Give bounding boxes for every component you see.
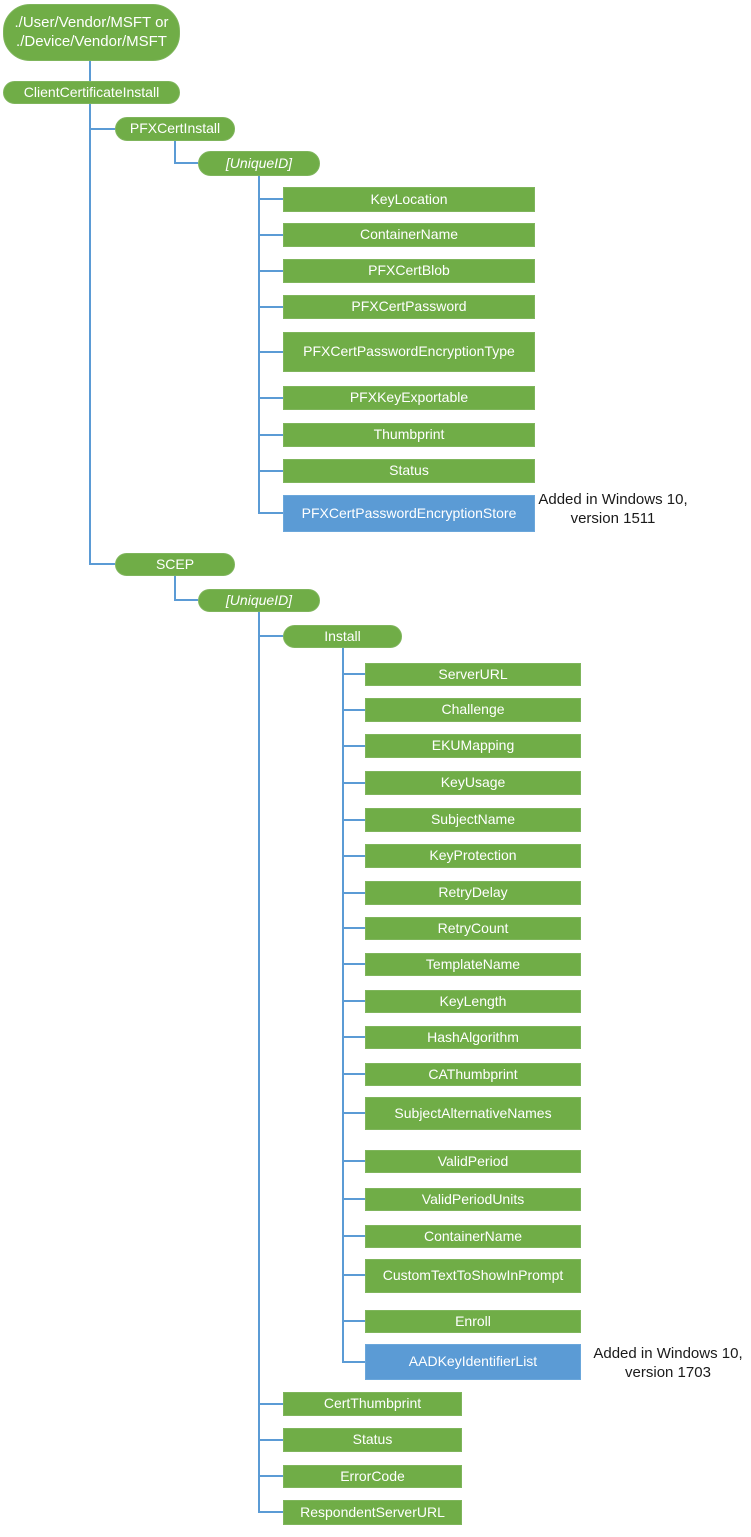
node-custom-text-to-show-in-prompt: CustomTextToShowInPrompt bbox=[365, 1259, 581, 1293]
connector-line bbox=[258, 434, 283, 436]
node-key-usage: KeyUsage bbox=[365, 771, 581, 795]
node-retry-delay: RetryDelay bbox=[365, 881, 581, 905]
node-retry-count: RetryCount bbox=[365, 917, 581, 940]
node-error-code: ErrorCode bbox=[283, 1465, 462, 1488]
connector-line bbox=[258, 306, 283, 308]
node-key-location: KeyLocation bbox=[283, 187, 535, 212]
connector-line bbox=[258, 270, 283, 272]
connector-line bbox=[342, 782, 365, 784]
connector-line bbox=[342, 1235, 365, 1237]
node-install: Install bbox=[283, 625, 402, 648]
node-pfx-cert-blob: PFXCertBlob bbox=[283, 259, 535, 283]
node-key-protection: KeyProtection bbox=[365, 844, 581, 868]
connector-line bbox=[342, 1112, 365, 1114]
connector-line bbox=[174, 599, 198, 601]
node-pfx-cert-install: PFXCertInstall bbox=[115, 117, 235, 141]
connector-line bbox=[342, 927, 365, 929]
connector-line bbox=[342, 1036, 365, 1038]
node-respondent-server-url: RespondentServerURL bbox=[283, 1500, 462, 1525]
node-pfx-key-exportable: PFXKeyExportable bbox=[283, 386, 535, 410]
connector-line bbox=[258, 176, 260, 514]
node-client-certificate-install: ClientCertificateInstall bbox=[3, 81, 180, 104]
connector-line bbox=[342, 963, 365, 965]
connector-line bbox=[174, 141, 176, 164]
node-subject-alternative-names: SubjectAlternativeNames bbox=[365, 1097, 581, 1130]
connector-line bbox=[342, 892, 365, 894]
connector-line bbox=[258, 397, 283, 399]
connector-line bbox=[342, 648, 344, 1363]
connector-line bbox=[342, 1160, 365, 1162]
node-key-length: KeyLength bbox=[365, 990, 581, 1013]
node-enroll: Enroll bbox=[365, 1310, 581, 1333]
connector-line bbox=[89, 61, 91, 81]
node-template-name: TemplateName bbox=[365, 953, 581, 976]
node-challenge: Challenge bbox=[365, 698, 581, 722]
connector-line bbox=[342, 819, 365, 821]
node-scep-status: Status bbox=[283, 1428, 462, 1452]
annotation-added-1703: Added in Windows 10, version 1703 bbox=[593, 1344, 743, 1382]
node-ca-thumbprint: CAThumbprint bbox=[365, 1063, 581, 1086]
node-subject-name: SubjectName bbox=[365, 808, 581, 832]
node-root: ./User/Vendor/MSFT or ./Device/Vendor/MS… bbox=[3, 4, 180, 61]
connector-line bbox=[342, 673, 365, 675]
connector-line bbox=[258, 1403, 283, 1405]
connector-line bbox=[258, 612, 260, 1513]
connector-line bbox=[258, 1475, 283, 1477]
node-pfx-container-name: ContainerName bbox=[283, 223, 535, 247]
node-hash-algorithm: HashAlgorithm bbox=[365, 1026, 581, 1049]
connector-line bbox=[342, 1000, 365, 1002]
connector-line bbox=[342, 745, 365, 747]
node-pfx-unique-id: [UniqueID] bbox=[198, 151, 320, 176]
connector-line bbox=[258, 234, 283, 236]
node-pfx-status: Status bbox=[283, 459, 535, 483]
connector-line bbox=[342, 709, 365, 711]
connector-line bbox=[258, 351, 283, 353]
node-eku-mapping: EKUMapping bbox=[365, 734, 581, 758]
connector-line bbox=[258, 1511, 283, 1513]
annotation-added-1511: Added in Windows 10, version 1511 bbox=[538, 490, 688, 528]
connector-line bbox=[258, 512, 283, 514]
connector-line bbox=[342, 1073, 365, 1075]
node-cert-thumbprint: CertThumbprint bbox=[283, 1392, 462, 1416]
connector-line bbox=[342, 1198, 365, 1200]
node-pfx-cert-password-encryption-type: PFXCertPasswordEncryptionType bbox=[283, 332, 535, 372]
connector-line bbox=[174, 576, 176, 601]
connector-line bbox=[89, 104, 91, 565]
node-aad-key-identifier-list: AADKeyIdentifierList bbox=[365, 1344, 581, 1380]
connector-line bbox=[342, 1361, 365, 1363]
connector-line bbox=[258, 198, 283, 200]
connector-line bbox=[258, 635, 283, 637]
connector-line bbox=[258, 470, 283, 472]
node-pfx-cert-password: PFXCertPassword bbox=[283, 295, 535, 319]
connector-line bbox=[342, 855, 365, 857]
node-thumbprint: Thumbprint bbox=[283, 423, 535, 447]
node-scep-unique-id: [UniqueID] bbox=[198, 589, 320, 612]
connector-line bbox=[342, 1320, 365, 1322]
node-valid-period: ValidPeriod bbox=[365, 1150, 581, 1173]
node-scep: SCEP bbox=[115, 553, 235, 576]
connector-line bbox=[342, 1274, 365, 1276]
node-server-url: ServerURL bbox=[365, 663, 581, 686]
connector-line bbox=[174, 162, 198, 164]
node-scep-container-name: ContainerName bbox=[365, 1225, 581, 1248]
connector-line bbox=[89, 128, 115, 130]
node-pfx-cert-password-encryption-store: PFXCertPasswordEncryptionStore bbox=[283, 495, 535, 532]
node-valid-period-units: ValidPeriodUnits bbox=[365, 1188, 581, 1211]
connector-line bbox=[258, 1439, 283, 1441]
connector-line bbox=[89, 563, 115, 565]
